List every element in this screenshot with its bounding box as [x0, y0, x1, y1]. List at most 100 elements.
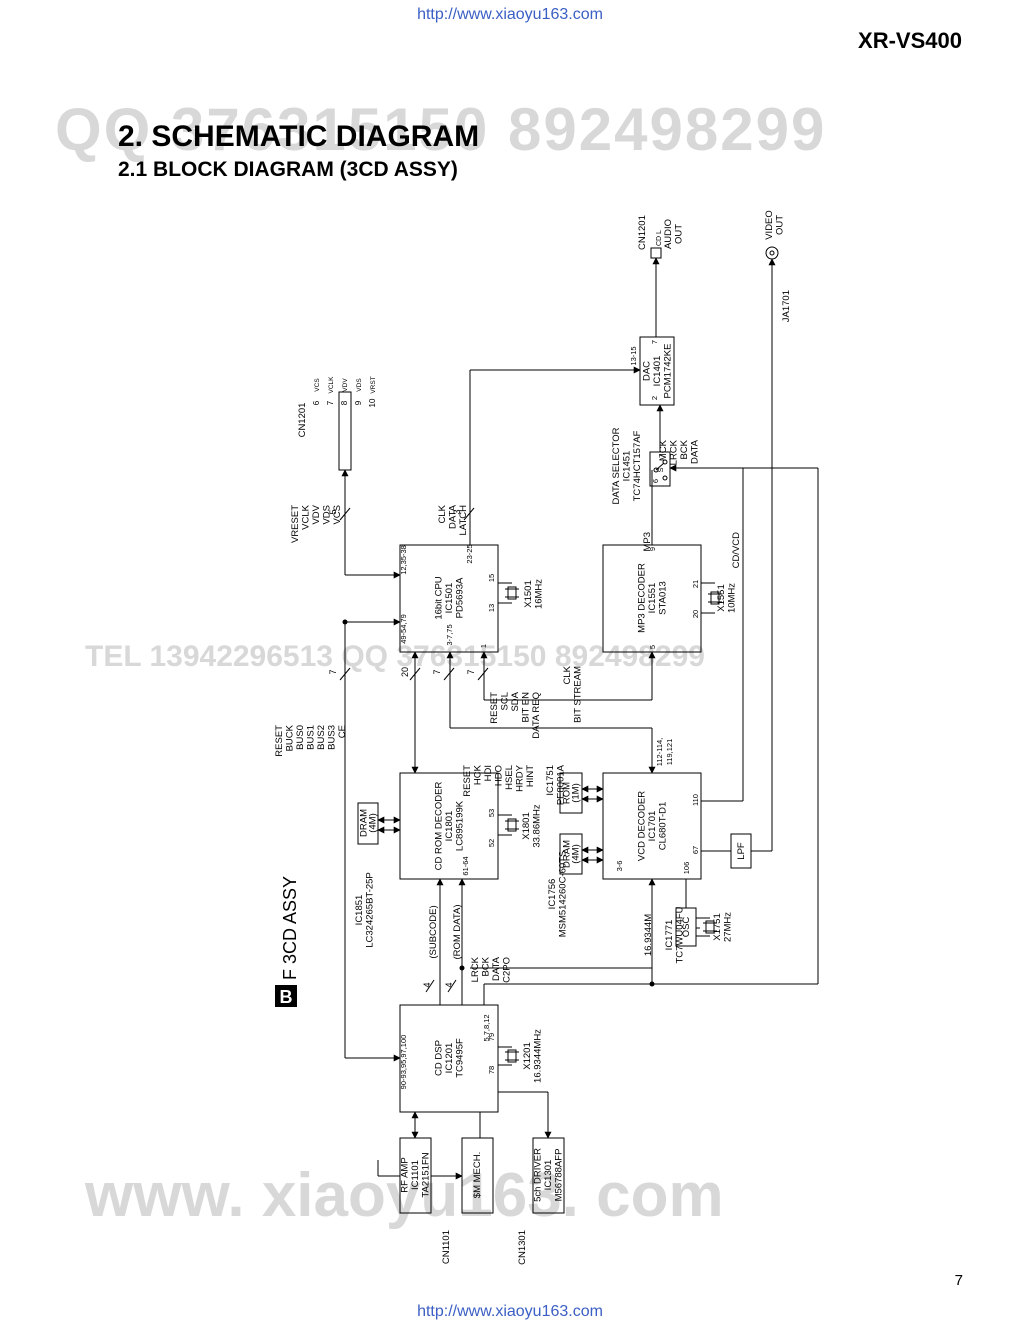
block-dram1-line-1: (4M) — [368, 813, 379, 833]
pin-sel_s: S — [656, 467, 665, 472]
pin-cpu_15: 15 — [487, 574, 496, 582]
label-ic1851-line-1: LC324265BT-25P — [365, 872, 376, 948]
label-x1551-line-0: X1551 — [716, 584, 727, 611]
board-name: F 3CD ASSY — [280, 876, 300, 980]
label-dac-bus-line-0: CLK — [437, 504, 448, 523]
pin-cpu_1: 1 — [479, 644, 488, 648]
label-vfd-bus-line-4: VCS — [332, 505, 343, 525]
block-driver-line-0: 5ch DRIVER — [533, 1148, 544, 1202]
label-audio-out-line-1: OUT — [674, 224, 685, 244]
count-n7c: 7 — [328, 669, 338, 674]
block-cdrom-line-0: CD ROM DECODER — [434, 782, 445, 871]
label-cn1201-top: CN1201 — [637, 215, 648, 250]
pin-rom_52: 52 — [487, 839, 496, 847]
label-ic1751-line-1: PE8001A — [556, 764, 567, 805]
label-ja1701: JA1701 — [781, 290, 792, 322]
label-cdrom-vcd-bus-line-6: HINT — [525, 765, 536, 787]
pin-cpu_23: 23-25 — [465, 544, 474, 563]
crystal-x1551 — [701, 582, 722, 614]
pin-mp3_21: 21 — [691, 580, 700, 588]
label-video-out-line-0: VIDEO — [764, 210, 775, 240]
cn1201-pin-7: 7 — [326, 400, 335, 405]
pin-vcd_67: 67 — [691, 846, 700, 854]
label-freq: 16.9344M — [643, 914, 654, 956]
pin-mp3_9: 9 — [648, 547, 657, 551]
label-vfd-bus-line-1: VCLK — [301, 504, 312, 529]
count-n3: 3 — [452, 509, 462, 514]
block-dram2-line-1: (4M) — [571, 844, 582, 864]
label-ic1751-line-0: IC1751 — [545, 765, 556, 796]
block-dac-line-0: DAC — [642, 361, 653, 381]
block-driver-line-2: M56788AFP — [554, 1149, 565, 1202]
count-n4a: 4 — [422, 982, 432, 987]
label-audio-bus-line-3: C2PO — [502, 957, 513, 983]
label-ic1756-line-1: MSM514260C-60TS — [558, 851, 569, 938]
label-cpu-cdrom-bus-line-1: BUCK — [285, 724, 296, 751]
block-selector-line-1: IC1451 — [622, 451, 633, 482]
label-cpu-cdrom-bus-line-3: BUS1 — [306, 725, 317, 750]
block-dram1-line-0: DRAM — [359, 809, 370, 837]
pin-sel_7: 7 — [657, 454, 666, 458]
pin-vcd_3: 3-6 — [615, 861, 624, 872]
label-sel-out-line-2: BCK — [679, 439, 690, 459]
label-cpu-mp3-bus-line-4: DATA REQ — [531, 692, 542, 739]
block-cpu-line-1: IC1501 — [444, 583, 455, 614]
label-cpu-mp3-bus-line-3: BIT EN — [521, 692, 532, 723]
cn1201-pin-name-9: VDS — [356, 378, 363, 392]
label-ic1756-line-0: IC1756 — [547, 879, 558, 910]
block-mp3-line-2: STA013 — [658, 581, 669, 615]
label-ic1851-line-0: IC1851 — [354, 895, 365, 926]
label-mp3-out: MP3 — [642, 532, 653, 552]
block-rf_amp-line-1: IC1101 — [410, 1160, 421, 1190]
pin-sel_6: 6 — [651, 479, 660, 483]
label-romdata: (ROM DATA) — [452, 904, 463, 959]
block-vcd-line-2: CL680T-D1 — [658, 802, 669, 851]
source-url-top[interactable]: http://www.xiaoyu163.com — [417, 6, 603, 23]
label-dac-bus-line-2: LATCH — [458, 505, 469, 536]
label-cpu-mp3-bus-line-0: RESET — [489, 692, 500, 724]
pin-rom_53: 53 — [487, 809, 496, 817]
block-selector-line-0: DATA SELECTOR — [611, 427, 622, 504]
crystal-x1801 — [498, 814, 519, 836]
label-cpu-cdrom-bus-line-6: CE — [337, 725, 348, 738]
block-selector-line-2: TC74HCT157AF — [632, 430, 643, 501]
label-cdvcd: CD/VCD — [731, 532, 742, 569]
pin-mp3_20: 20 — [691, 610, 700, 618]
count-n4b: 4 — [444, 982, 454, 987]
pin-cpu_49: 49-54,79 — [399, 614, 408, 644]
block-rf_amp-line-0: RF AMP — [400, 1157, 411, 1192]
label-cpu-mp3-bus-line-2: SDA — [510, 691, 521, 711]
cn1201-pin-9: 9 — [354, 400, 363, 405]
watermark-tel: TEL 13942296513 QQ 376315150 892498299 — [85, 640, 705, 673]
block-rom-line-1: (1M) — [571, 783, 582, 803]
block-mp3-line-0: MP3 DECODER — [637, 563, 648, 633]
label-cpu-cdrom-bus-line-5: BUS3 — [327, 725, 338, 750]
crystal-x1501 — [498, 582, 519, 604]
label-mp3-in-line-0: CLK — [562, 665, 573, 684]
label-x1801-line-1: 33.86MHz — [532, 804, 543, 848]
pin-dsp_79: 79 — [487, 1033, 496, 1041]
label-audio-bus-line-1: BCK — [481, 956, 492, 976]
block-cd_dsp-line-0: CD DSP — [434, 1040, 445, 1076]
crystal-x1751 — [696, 917, 717, 937]
label-cn1101: CN1101 — [441, 1230, 452, 1264]
count-n20: 20 — [400, 667, 410, 677]
pin-dsp_left: 90-93,95,97,100 — [399, 1035, 408, 1090]
count-n7b: 7 — [466, 669, 476, 674]
pin-cpu_3: 3-7,75 — [445, 624, 454, 645]
cn1201-pin-name-8: VDV — [342, 378, 349, 392]
label-cdrom-vcd-bus-line-5: HRDY — [515, 764, 526, 792]
pin-vcd_112: 112-114, — [655, 738, 664, 767]
pin-dac_2: 2 — [650, 396, 659, 400]
block-dram2-line-0: DRAM — [562, 840, 573, 868]
label-subcode: (SUBCODE) — [428, 905, 439, 958]
label-mp3-in-line-1: BIT STREAM — [573, 666, 584, 723]
label-vfd-bus-line-3: VDS — [322, 505, 333, 525]
block-cd_dsp-line-1: IC1201 — [444, 1043, 455, 1074]
source-url-bottom[interactable]: http://www.xiaoyu163.com — [417, 1303, 603, 1320]
label-sel-out-line-3: DATA — [690, 439, 701, 464]
label-x1201-line-0: X1201 — [522, 1042, 533, 1069]
pin-vcd_110: 110 — [691, 794, 700, 806]
pin-vcd_106: 106 — [682, 862, 691, 875]
